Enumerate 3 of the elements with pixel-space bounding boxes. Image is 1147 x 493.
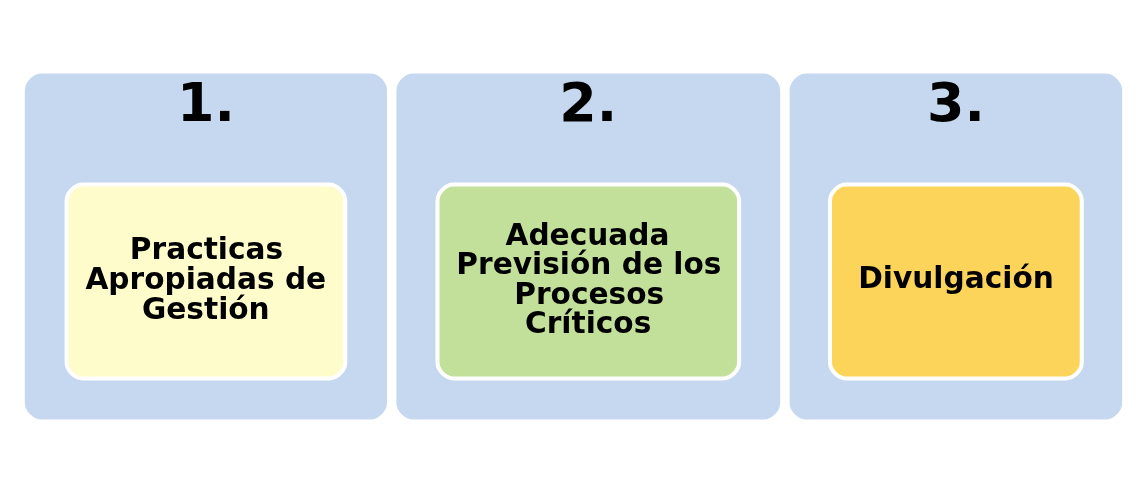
node-box: Divulgación: [827, 182, 1084, 381]
node-box: Adecuada Previsión de los Procesos Críticos: [435, 182, 742, 381]
node-box: Practicas Apropiadas de Gestión: [64, 182, 348, 381]
